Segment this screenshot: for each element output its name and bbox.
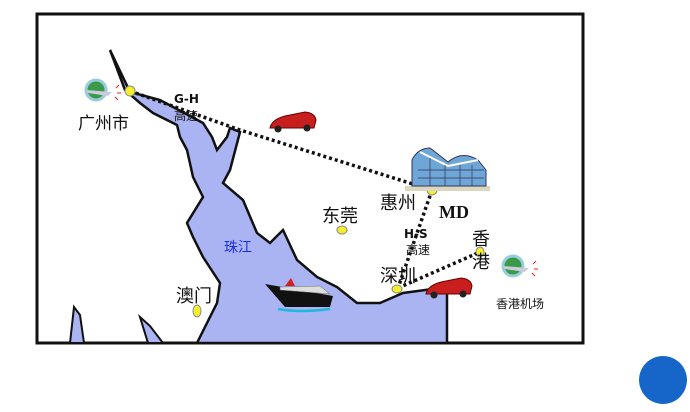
guangzhou-dot xyxy=(124,85,136,97)
huizhou-label: 惠州 xyxy=(380,193,416,214)
macau-label: 澳门 xyxy=(176,286,212,307)
blue-circle-marker[interactable] xyxy=(639,356,687,404)
airport-globe-icon xyxy=(84,78,121,102)
building-icon xyxy=(405,147,490,191)
airport-globe-icon xyxy=(501,254,538,278)
car-icon xyxy=(425,277,473,299)
car-icon xyxy=(269,111,317,133)
gh-expressway-route xyxy=(129,89,433,192)
pearl-river-water xyxy=(108,49,449,345)
pearl-river-label: 珠江 xyxy=(224,240,252,256)
macau-dot xyxy=(192,304,202,318)
gh-route-code: G-H xyxy=(174,92,199,106)
dongguan-label: 东莞 xyxy=(322,206,358,227)
shenzhen-dot xyxy=(391,284,403,294)
dongguan-dot xyxy=(336,225,348,235)
shenzhen-label: 深圳 xyxy=(380,266,416,287)
hs-route-type: 高速 xyxy=(406,242,430,257)
hk-airport-label: 香港机场 xyxy=(496,297,544,311)
gh-route-type: 高速 xyxy=(174,108,198,123)
hongkong-dot xyxy=(475,246,485,258)
west-inlet-2 xyxy=(137,313,166,344)
ship-icon xyxy=(265,278,333,313)
hongkong-label-1: 香 xyxy=(472,229,490,250)
hs-route-code: H-S xyxy=(404,227,428,241)
md-site-label: MD xyxy=(439,202,469,222)
west-inlet xyxy=(68,304,86,344)
hongkong-label-2: 港 xyxy=(472,252,490,273)
hs-expressway-route xyxy=(396,189,434,289)
sz-hk-route xyxy=(397,250,481,290)
guangzhou-label: 广州市 xyxy=(78,114,129,134)
